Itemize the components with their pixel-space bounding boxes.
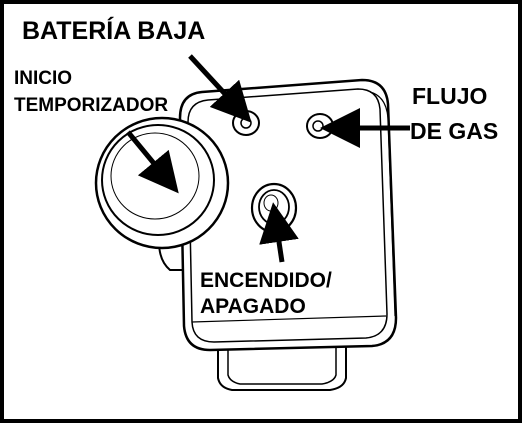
- led-low-battery-lens: [240, 117, 252, 129]
- label-gas-flow-line2: DE GAS: [410, 118, 498, 144]
- arrow-timer-start: [126, 130, 179, 194]
- device-body-inner: [187, 88, 388, 343]
- label-gas-flow-line1: FLUJO: [412, 83, 487, 109]
- label-power-line2: APAGADO: [200, 295, 306, 318]
- device-bottom-tab-inner: [227, 335, 337, 385]
- device-face-edge: [191, 315, 387, 323]
- label-timer-start-line1: INICIO: [14, 68, 72, 89]
- arrow-power: [259, 202, 299, 263]
- arrow-low-battery: [188, 54, 252, 123]
- power-button: [258, 189, 290, 225]
- label-timer-start-line2: TEMPORIZADOR: [14, 95, 168, 116]
- timer-knob-ring: [110, 132, 200, 220]
- label-power-line1: ENCENDIDO/: [200, 269, 332, 292]
- device-side-edge: [369, 91, 396, 317]
- label-low-battery: BATERÍA BAJA: [22, 16, 205, 45]
- led-gas-flow-lens: [312, 120, 324, 132]
